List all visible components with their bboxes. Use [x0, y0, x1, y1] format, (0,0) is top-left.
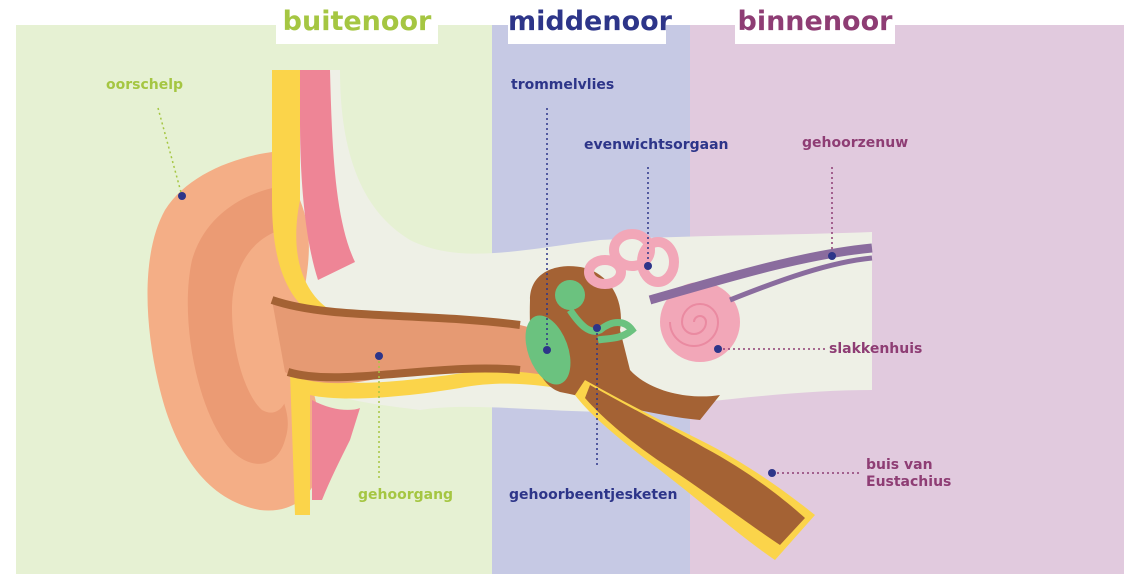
- pointer-buis-van-eustachius: [768, 469, 862, 477]
- skin-pink-lower: [312, 400, 360, 500]
- label-trommelvlies: trommelvlies: [511, 77, 614, 94]
- label-buis-van: buis van: [866, 457, 933, 474]
- label-gehoorgang: gehoorgang: [358, 487, 453, 504]
- label-oorschelp: oorschelp: [106, 77, 183, 94]
- pointer-oorschelp: [158, 108, 186, 200]
- ossicle-malleus: [555, 280, 585, 310]
- label-gehoorbeentjesketen: gehoorbeentjesketen: [509, 487, 678, 504]
- label-evenwichtsorgaan: evenwichtsorgaan: [584, 137, 729, 154]
- label-slakkenhuis: slakkenhuis: [829, 341, 922, 358]
- label-eustachius: Eustachius: [866, 474, 951, 491]
- label-gehoorzenuw: gehoorzenuw: [802, 135, 908, 152]
